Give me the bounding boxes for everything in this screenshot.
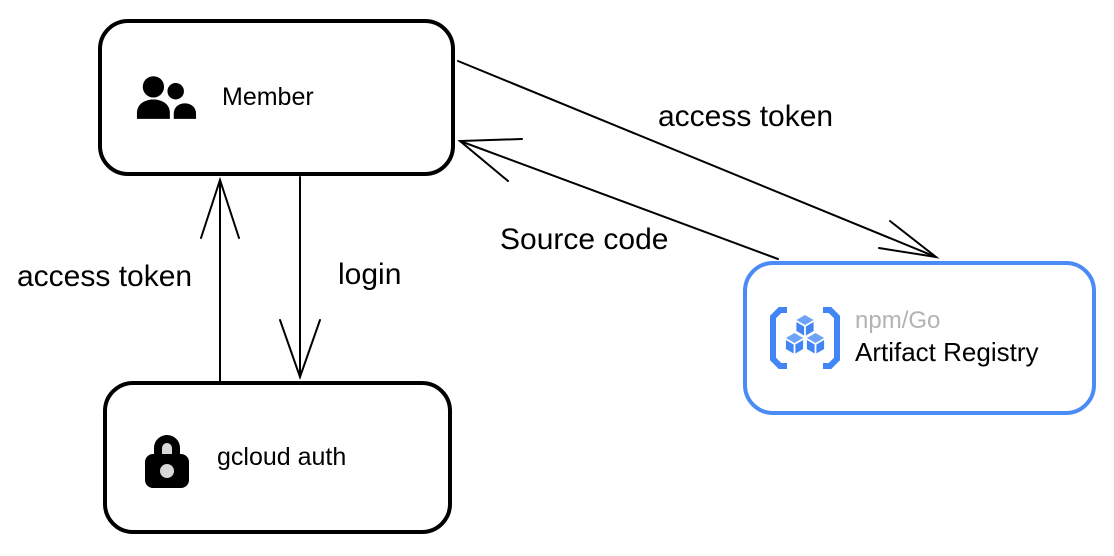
gcloud-auth-label: gcloud auth xyxy=(217,443,347,471)
cube-bottom-left xyxy=(784,332,805,356)
arrowhead-up xyxy=(200,176,240,239)
edge-source-code xyxy=(457,138,779,260)
member-label: Member xyxy=(222,83,314,111)
edge-label-source-code: Source code xyxy=(500,223,669,256)
node-member: Member xyxy=(98,19,455,176)
edge-access-token-diagonal xyxy=(457,60,940,259)
edge-label-access-token-diagonal: access token xyxy=(658,100,834,133)
node-gcloud-auth: gcloud auth xyxy=(103,381,452,534)
artifact-registry-sublabel: npm/Go xyxy=(855,307,941,335)
edge-access-token-up xyxy=(200,176,240,382)
edge-label-access-token-up: access token xyxy=(17,260,193,293)
artifact-registry-icon xyxy=(770,307,840,369)
node-artifact-registry: npm/Go Artifact Registry xyxy=(743,261,1096,415)
lock-icon xyxy=(145,434,189,488)
arrowhead-to-registry xyxy=(878,220,940,259)
artifact-registry-label: Artifact Registry xyxy=(855,337,1039,368)
edge-login xyxy=(279,176,321,381)
arrowhead-to-member xyxy=(457,138,523,182)
cube-top xyxy=(794,314,816,338)
cube-bottom-right xyxy=(805,332,826,356)
edge-label-login: login xyxy=(338,258,402,291)
arrowhead-down xyxy=(279,319,321,381)
people-icon xyxy=(136,76,197,119)
